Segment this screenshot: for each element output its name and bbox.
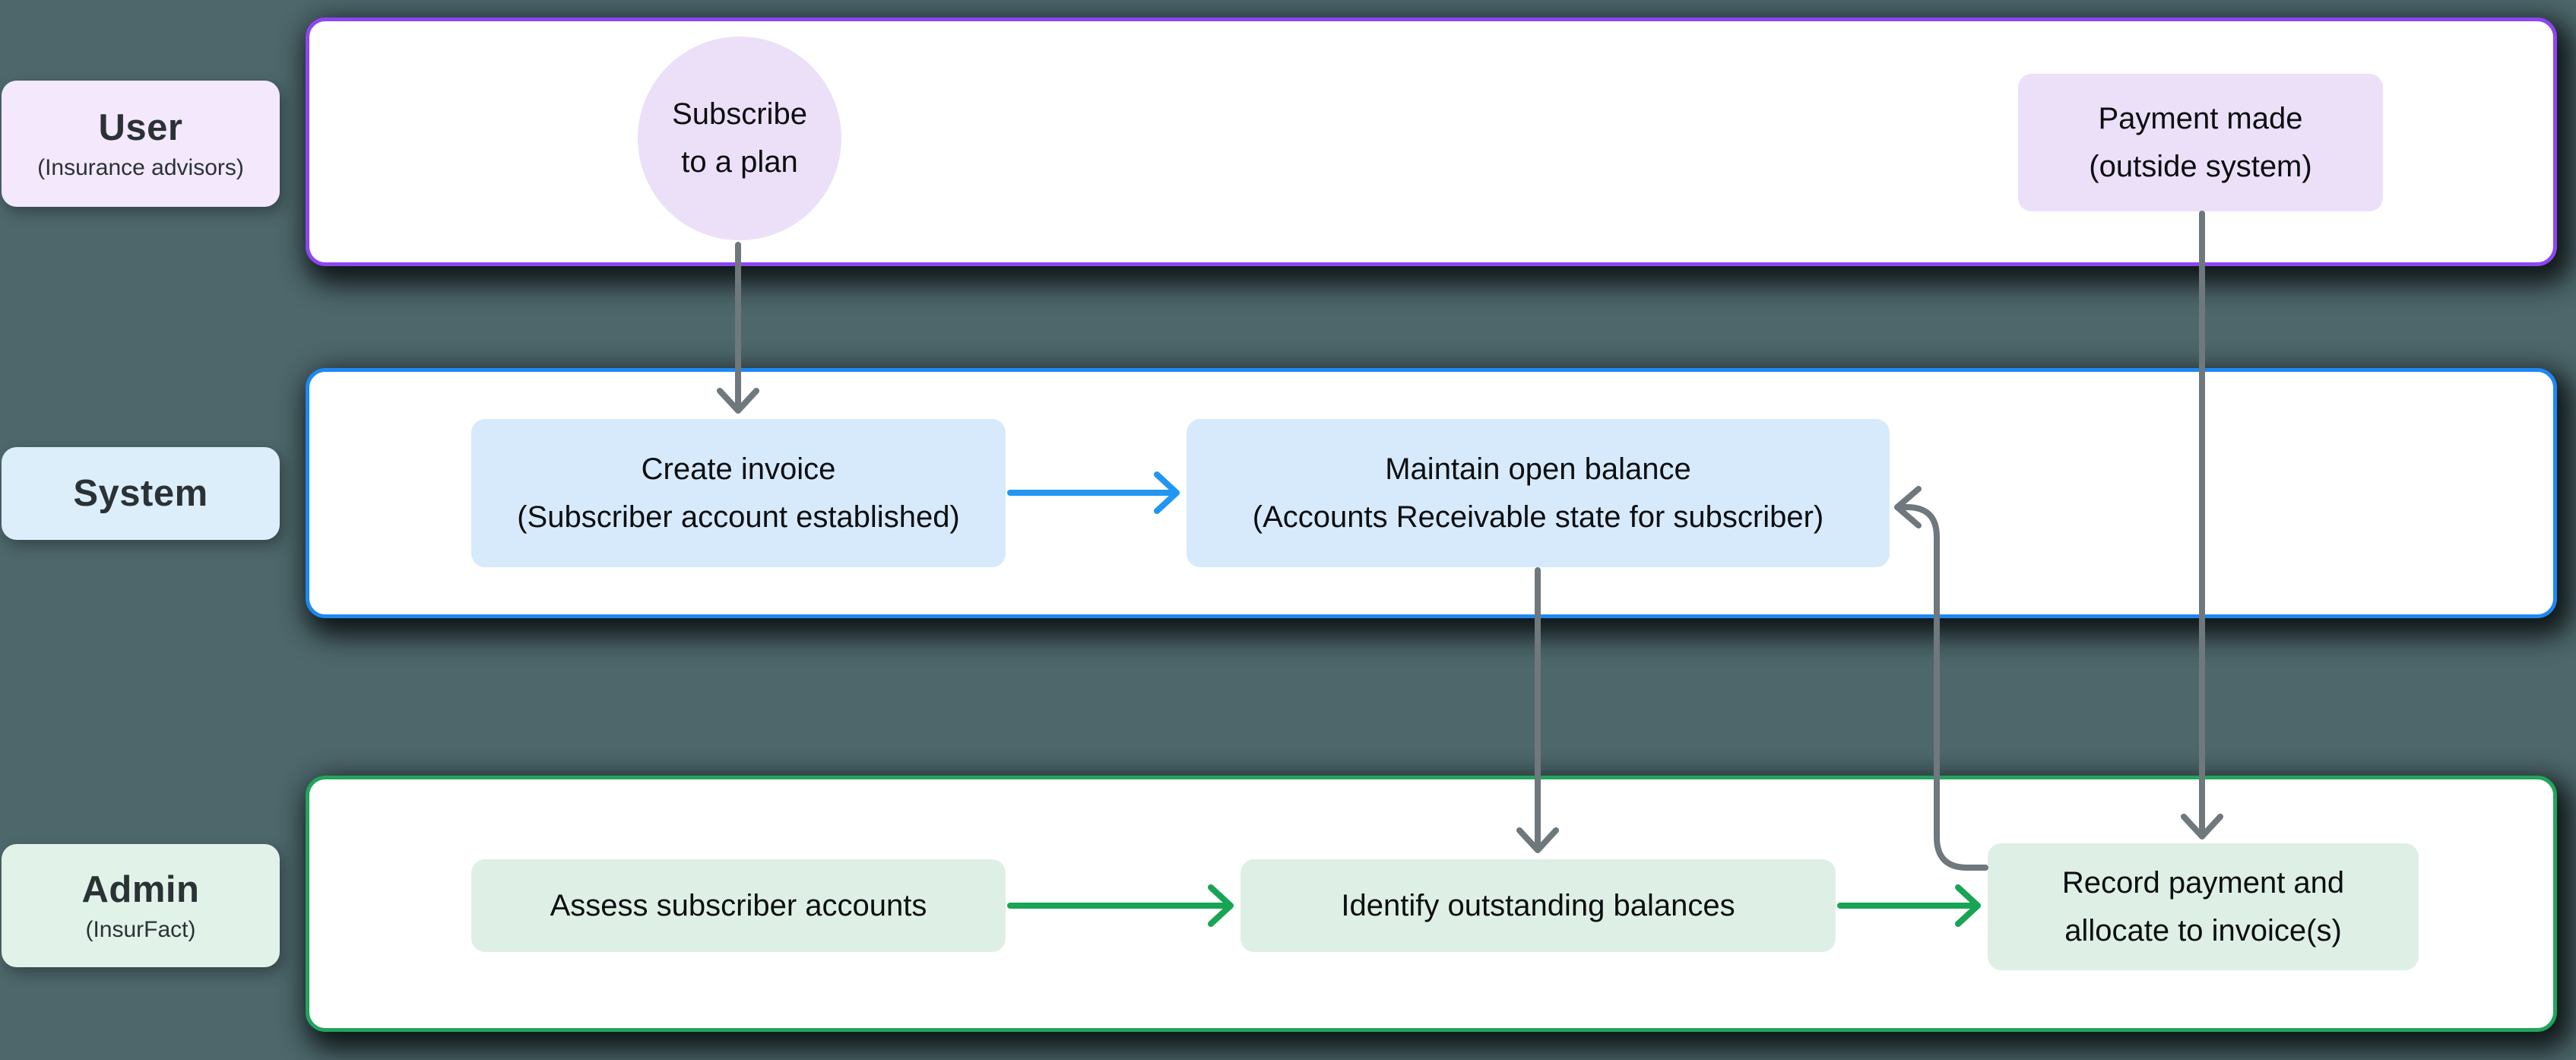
lane-user-subtitle: (Insurance advisors) xyxy=(37,155,244,180)
lane-label-user: User (Insurance advisors) xyxy=(2,81,280,207)
node-subscribe-to-plan: Subscribe to a plan xyxy=(638,36,841,240)
lane-label-system: System xyxy=(2,447,280,540)
lane-admin-subtitle: (InsurFact) xyxy=(85,917,196,942)
lane-label-admin: Admin (InsurFact) xyxy=(2,844,280,967)
lane-admin-title: Admin xyxy=(81,869,200,910)
lane-user-title: User xyxy=(98,107,183,148)
node-create-invoice: Create invoice (Subscriber account estab… xyxy=(471,419,1006,567)
node-identify-outstanding-balances: Identify outstanding balances xyxy=(1240,859,1836,952)
node-payment-made: Payment made (outside system) xyxy=(2018,74,2383,211)
node-assess-subscriber-accounts: Assess subscriber accounts xyxy=(471,859,1006,952)
node-maintain-open-balance: Maintain open balance (Accounts Receivab… xyxy=(1187,419,1890,567)
node-record-payment: Record payment and allocate to invoice(s… xyxy=(1988,843,2419,970)
lane-system-title: System xyxy=(73,473,208,514)
